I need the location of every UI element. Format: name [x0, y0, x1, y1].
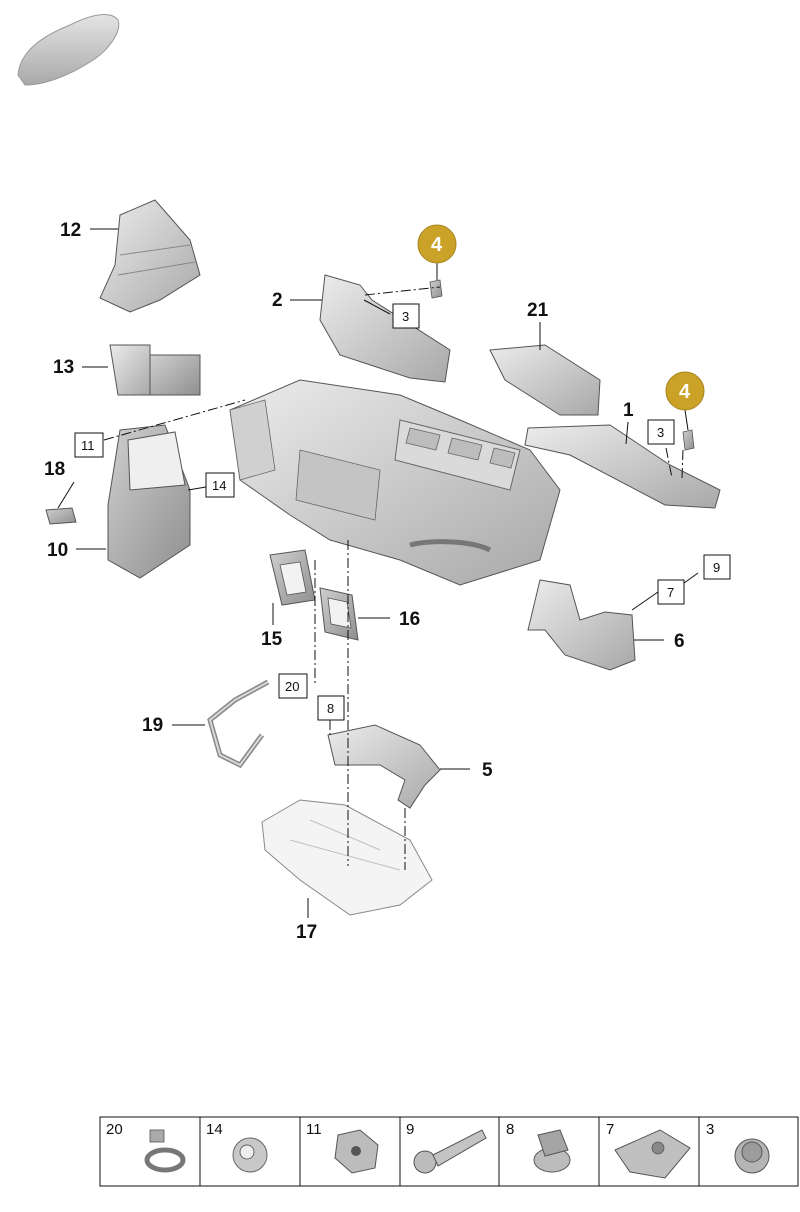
svg-text:4: 4	[431, 234, 443, 256]
callout-18[interactable]: 18	[44, 459, 65, 480]
callout-12[interactable]: 12	[60, 220, 81, 241]
hardware-cell-20[interactable]: 20	[106, 1121, 186, 1173]
hvac-unit-main	[229, 379, 561, 586]
callout-2[interactable]: 2	[272, 290, 283, 311]
part-19-pipe	[207, 679, 270, 769]
svg-text:8: 8	[506, 1121, 514, 1138]
callout-16[interactable]: 16	[399, 609, 420, 630]
callout-19[interactable]: 19	[142, 715, 163, 736]
svg-text:20: 20	[106, 1121, 123, 1138]
svg-text:7: 7	[606, 1121, 614, 1138]
callout-17[interactable]: 17	[296, 922, 317, 943]
part-15-seal	[269, 549, 316, 606]
part-13-filter	[109, 344, 201, 396]
svg-text:3: 3	[657, 425, 664, 440]
svg-text:14: 14	[212, 478, 226, 493]
part-21-vent-bracket	[489, 344, 601, 416]
boxed-ref-20[interactable]: 20	[278, 673, 308, 699]
part-12-duct-cover	[99, 199, 201, 313]
svg-text:9: 9	[713, 560, 720, 575]
hardware-cell-14[interactable]: 14	[206, 1121, 268, 1173]
clip-nut-icon	[614, 1129, 691, 1179]
part-6-duct-elbow	[527, 579, 636, 671]
washer-nut-icon	[734, 1138, 770, 1174]
part-1-air-duct	[524, 424, 721, 509]
hardware-cell-3[interactable]: 3	[706, 1121, 770, 1174]
callout-6[interactable]: 6	[674, 631, 685, 652]
svg-text:8: 8	[327, 701, 334, 716]
svg-text:7: 7	[667, 585, 674, 600]
highlight-badge-4-right[interactable]: 4	[665, 371, 705, 411]
grommet-icon	[232, 1137, 268, 1173]
bolt-icon	[413, 1129, 487, 1174]
svg-text:14: 14	[206, 1121, 223, 1138]
hardware-cell-8[interactable]: 8	[506, 1121, 571, 1173]
svg-text:20: 20	[285, 679, 299, 694]
part-2-air-duct	[319, 274, 451, 383]
hex-nut-icon	[334, 1129, 379, 1174]
flange-nut-icon	[533, 1129, 571, 1173]
part-16-seal	[319, 587, 359, 641]
svg-text:9: 9	[406, 1121, 414, 1138]
leader-lines	[57, 228, 699, 918]
highlight-badge-4-upper[interactable]: 4	[417, 224, 457, 264]
part-10-blower-housing	[107, 424, 191, 579]
hardware-table: 20 14 11 9	[99, 1116, 799, 1187]
callout-10[interactable]: 10	[47, 540, 68, 561]
part-18-sensor	[45, 507, 77, 525]
svg-text:11: 11	[306, 1121, 322, 1138]
boxed-ref-7[interactable]: 7	[657, 579, 685, 605]
hose-clamp-icon	[144, 1129, 186, 1173]
boxed-ref-3-right[interactable]: 3	[647, 419, 675, 445]
part-17-shield	[261, 799, 433, 916]
vehicle-silhouette-icon	[17, 14, 120, 86]
svg-text:4: 4	[679, 381, 691, 403]
callout-13[interactable]: 13	[53, 357, 74, 378]
hardware-cell-11[interactable]: 11	[306, 1121, 379, 1174]
part-5-duct	[327, 724, 441, 809]
alignment-lines	[103, 286, 684, 870]
callouts: 12 2 21 13 1 18 10 16 15 6 19 5 17	[44, 220, 685, 943]
hardware-cell-7[interactable]: 7	[606, 1121, 691, 1179]
callout-21[interactable]: 21	[527, 300, 549, 321]
svg-text:3: 3	[706, 1121, 714, 1138]
svg-text:11: 11	[81, 438, 95, 453]
callout-1[interactable]: 1	[623, 400, 634, 421]
hardware-cell-9[interactable]: 9	[406, 1121, 487, 1174]
boxed-ref-14[interactable]: 14	[205, 472, 235, 498]
boxed-refs: 3 3 11 14 9 7 20 8	[74, 303, 731, 721]
svg-text:3: 3	[402, 309, 409, 324]
boxed-ref-3-upper[interactable]: 3	[392, 303, 420, 329]
callout-5[interactable]: 5	[482, 760, 493, 781]
callout-15[interactable]: 15	[261, 629, 283, 650]
part-4-sensor-b	[682, 429, 695, 451]
boxed-ref-9[interactable]: 9	[703, 554, 731, 580]
part-4-sensor-a	[429, 279, 443, 299]
boxed-ref-11[interactable]: 11	[74, 432, 104, 458]
boxed-ref-8[interactable]: 8	[317, 695, 345, 721]
